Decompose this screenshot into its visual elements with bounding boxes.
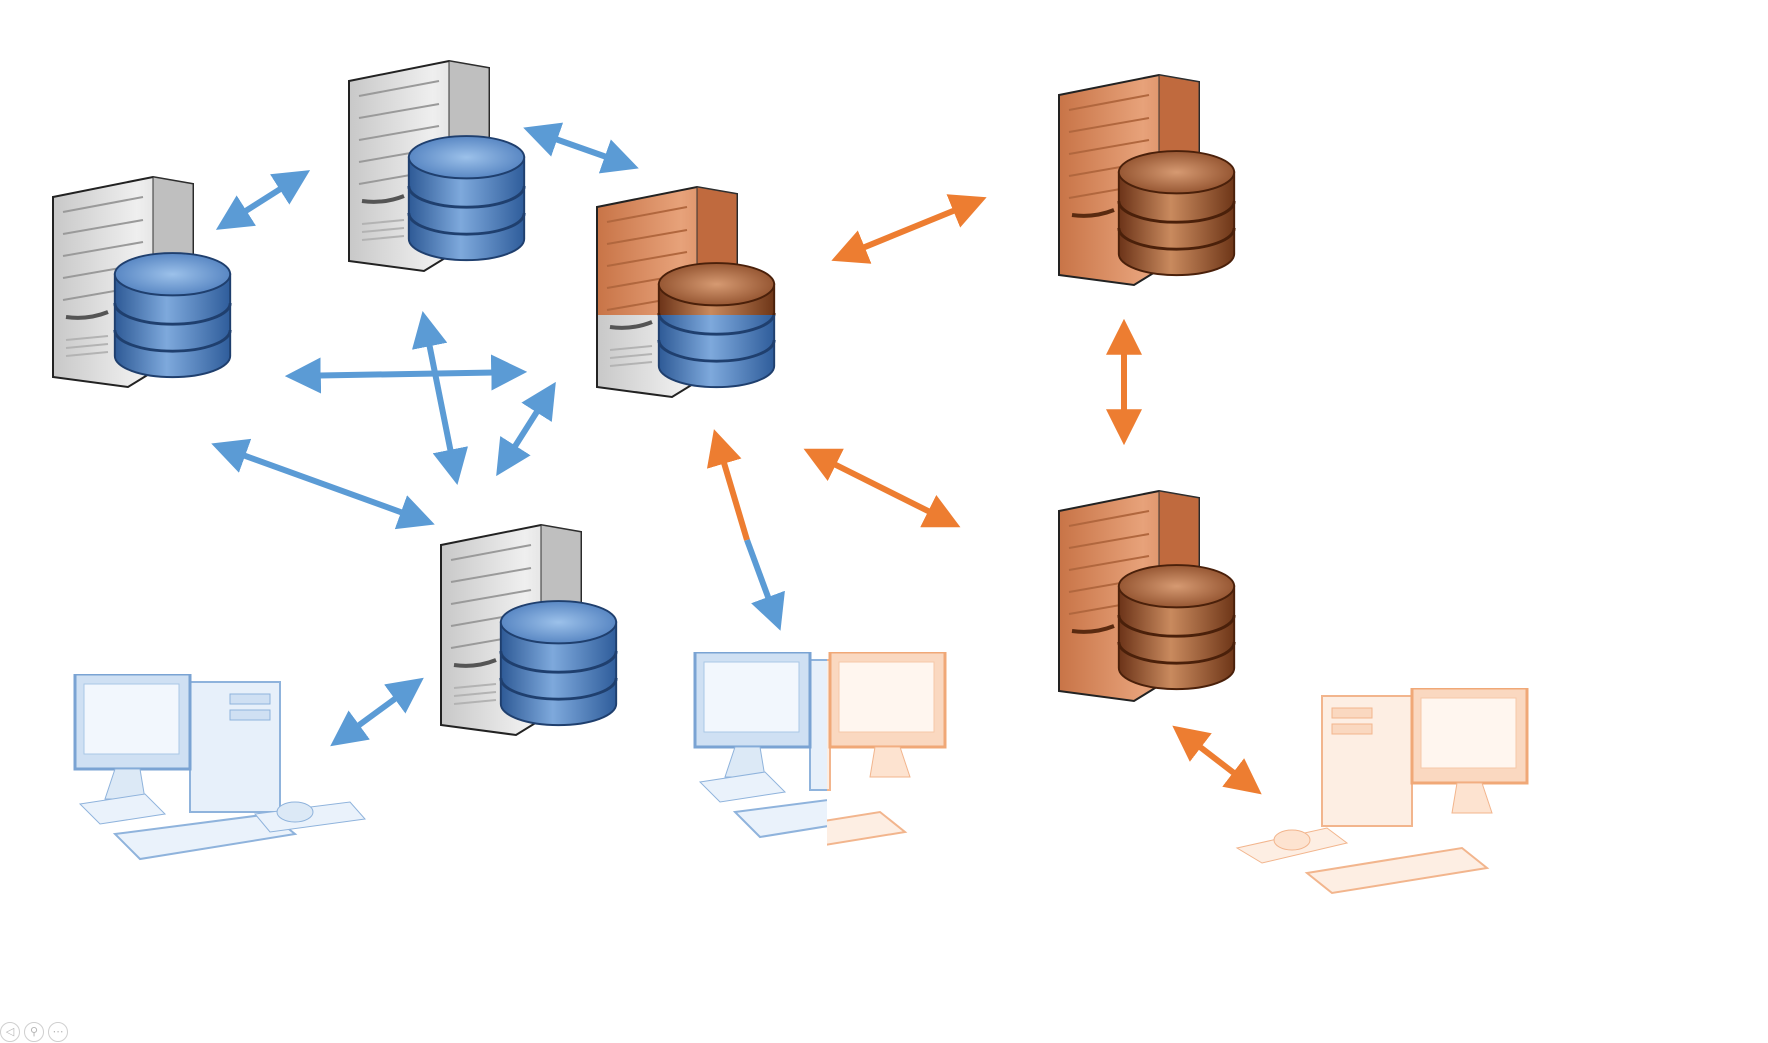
server-top-left (51, 175, 232, 389)
link-center-pccenter-a (706, 429, 750, 541)
pc-left (73, 674, 367, 861)
link-middlebottom-center (496, 381, 556, 477)
pc-center (693, 652, 947, 859)
server-right-top (1057, 73, 1236, 287)
database-icon (1117, 149, 1236, 277)
server-top-center (347, 59, 526, 273)
database-icon (407, 134, 526, 262)
player-controls: ◁ ⚲ ⋯ (0, 1022, 68, 1043)
database-icon (499, 599, 618, 727)
link-topleft-middlebottom (211, 438, 435, 530)
link-center-pccenter-b (744, 538, 785, 631)
link-topleft-topcenter (215, 170, 311, 230)
pc-right (1235, 688, 1529, 895)
link-center-rightbottom (803, 448, 961, 528)
more-icon[interactable]: ⋯ (48, 1022, 68, 1042)
database-icon (1117, 563, 1236, 691)
link-topleft-center (284, 354, 528, 394)
link-topcenter-middlebottom (411, 310, 469, 486)
link-middlebottom-pcleft (330, 677, 424, 747)
prev-icon[interactable]: ◁ (0, 1022, 20, 1042)
server-right-bottom (1057, 489, 1236, 703)
database-icon (113, 251, 232, 379)
workstation-icon (73, 674, 367, 861)
link-topcenter-center (523, 122, 639, 174)
server-middle-bottom (439, 523, 618, 737)
connections (211, 122, 1262, 795)
zoom-icon[interactable]: ⚲ (24, 1022, 44, 1042)
link-rightbottom-pcright (1172, 725, 1262, 795)
workstation-icon (1235, 688, 1529, 895)
link-center-righttop (831, 194, 987, 264)
server-center-hybrid (595, 185, 776, 399)
